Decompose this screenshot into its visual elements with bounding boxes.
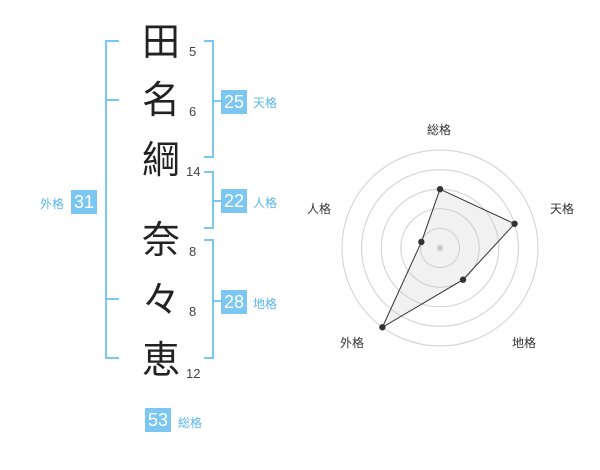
jinkaku-value: 22 bbox=[221, 189, 248, 213]
soukaku-label: 総格 bbox=[178, 416, 203, 430]
radar-point-2 bbox=[511, 220, 518, 227]
radar-axis-label-gaikaku: 外格 bbox=[340, 336, 365, 350]
gaikaku-tick-upper bbox=[105, 99, 119, 101]
jinkaku-bracket-bottom bbox=[204, 227, 214, 229]
radar-axis-label-tenkaku: 天格 bbox=[550, 202, 575, 216]
stroke-count-4: 8 bbox=[189, 244, 197, 259]
chikaku-label: 地格 bbox=[253, 297, 278, 311]
jinkaku-label: 人格 bbox=[253, 196, 278, 210]
chikaku-bracket-bottom bbox=[204, 357, 214, 359]
radar-center bbox=[437, 245, 443, 251]
tenkaku-connector bbox=[212, 100, 222, 102]
radar-point-5 bbox=[418, 238, 425, 246]
gaikaku-bracket-top bbox=[105, 40, 119, 42]
tenkaku-bracket-bottom bbox=[204, 156, 214, 158]
gaikaku-bracket bbox=[105, 40, 107, 359]
tenkaku-label: 天格 bbox=[253, 96, 278, 110]
radar-ring-5 bbox=[341, 149, 539, 347]
radar-axis-label-jinkaku: 人格 bbox=[307, 202, 332, 216]
name-char-4: 奈 bbox=[141, 218, 180, 262]
name-char-2: 名 bbox=[141, 78, 180, 122]
radar-ring-4 bbox=[361, 169, 519, 327]
radar-axis-label-soukaku: 総格 bbox=[427, 123, 452, 137]
gaikaku-value: 31 bbox=[71, 190, 98, 214]
gaikaku-bracket-bottom bbox=[105, 357, 119, 359]
name-char-3: 綱 bbox=[141, 138, 180, 182]
jinkaku-connector bbox=[212, 200, 222, 202]
soukaku-value: 53 bbox=[145, 408, 172, 432]
name-char-5: 々 bbox=[141, 278, 180, 322]
radar-point-3 bbox=[459, 276, 467, 283]
radar-series-polygon bbox=[381, 188, 516, 329]
radar-point-1 bbox=[436, 186, 444, 193]
stroke-count-1: 5 bbox=[189, 44, 197, 59]
chikaku-value: 28 bbox=[221, 290, 248, 314]
tenkaku-value: 25 bbox=[221, 90, 248, 114]
gaikaku-label: 外格 bbox=[40, 197, 65, 211]
stroke-count-5: 8 bbox=[189, 304, 197, 319]
chikaku-bracket-top bbox=[204, 239, 214, 241]
tenkaku-bracket-top bbox=[204, 40, 214, 42]
chikaku-connector bbox=[212, 300, 222, 302]
stroke-count-3: 14 bbox=[186, 164, 201, 179]
radar-ring-1 bbox=[419, 227, 461, 269]
gaikaku-tick-lower bbox=[105, 298, 119, 300]
tenkaku-bracket bbox=[212, 40, 214, 158]
radar-axis-label-chikaku: 地格 bbox=[512, 336, 537, 350]
chikaku-bracket bbox=[212, 239, 214, 359]
name-char-1: 田 bbox=[141, 20, 180, 64]
jinkaku-bracket-top bbox=[204, 171, 214, 173]
stroke-count-6: 12 bbox=[186, 366, 201, 381]
radar-point-4 bbox=[379, 324, 386, 331]
name-char-6: 恵 bbox=[141, 338, 180, 382]
radar-ring-2 bbox=[400, 208, 480, 288]
stroke-count-2: 6 bbox=[189, 104, 197, 119]
